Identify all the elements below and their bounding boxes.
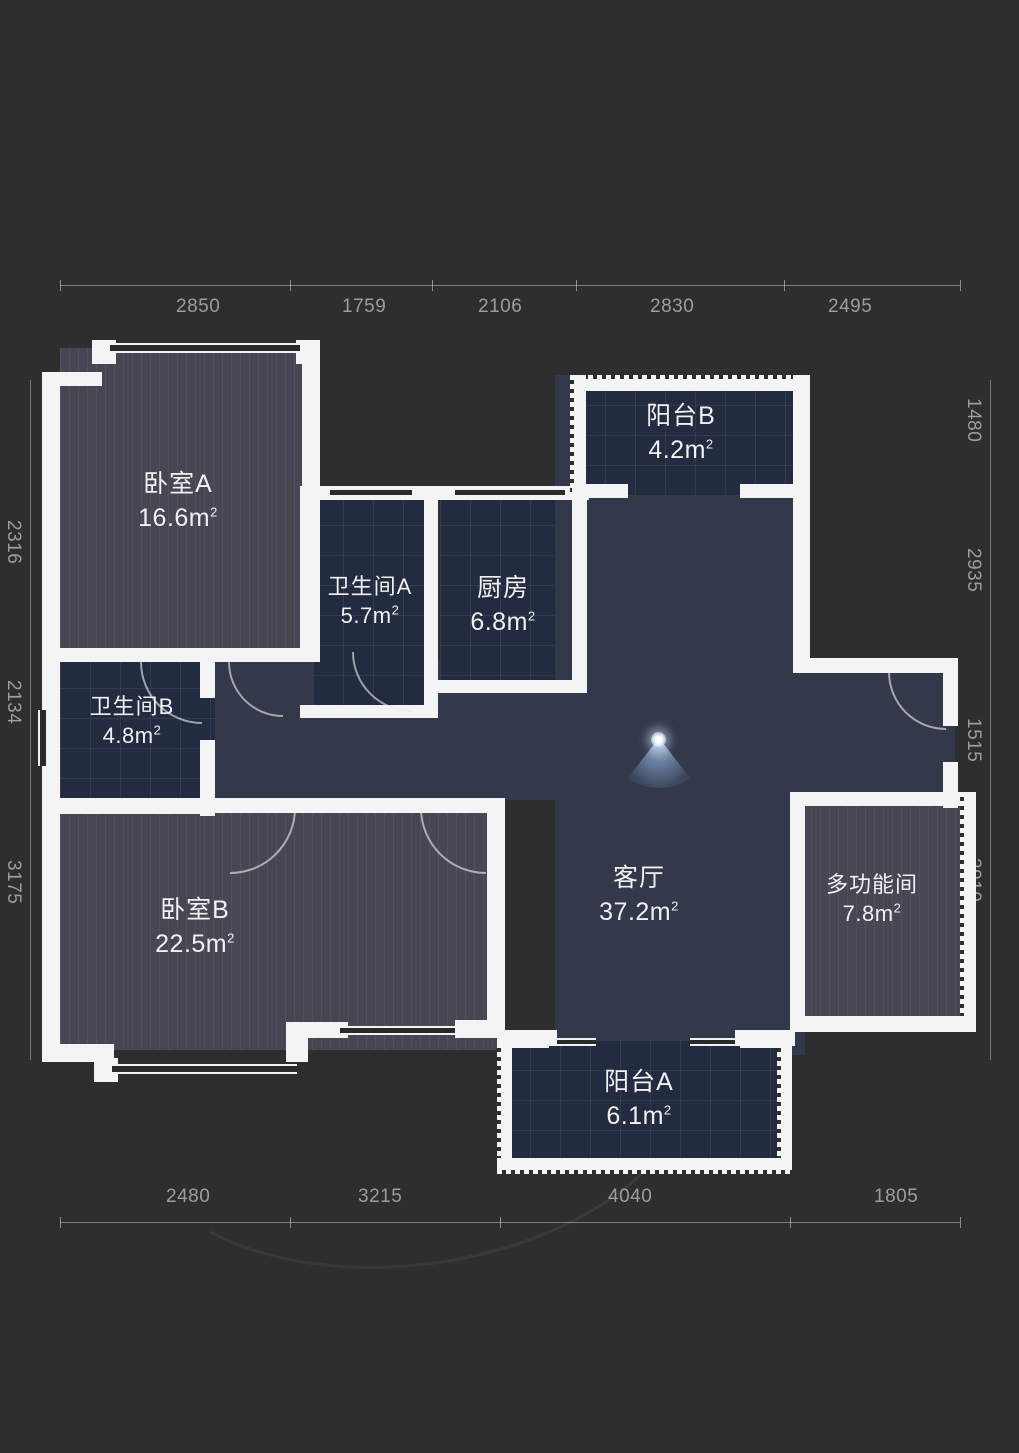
ceiling-light-bulb-icon: [651, 732, 666, 747]
wall-balcony-b-right: [793, 375, 810, 670]
window-bedroom-b-bottom: [112, 1064, 297, 1074]
top-dimension-tick: [432, 280, 433, 291]
wall-bedroom-b-bottom-right-post: [455, 1020, 505, 1038]
wall-entry-right: [943, 658, 958, 726]
left-dimension-label: 2316: [3, 520, 24, 565]
bottom-dimension-tick: [290, 1217, 291, 1228]
left-dimension-label: 3175: [3, 860, 24, 905]
window-kitchen-top: [455, 488, 565, 497]
wall-balcony-b-bottom-right: [740, 484, 794, 498]
bottom-dimension-tick: [790, 1217, 791, 1228]
wall-multifunction-left: [790, 800, 805, 1028]
wall-bathroom-a-right: [424, 490, 438, 718]
wall-bedroom-b-right: [487, 798, 505, 1030]
wall-bathroom-b-bottom: [42, 798, 215, 814]
bottom-dimension-tick: [60, 1217, 61, 1228]
top-dimension-label: 2106: [478, 296, 523, 317]
wall-bathroom-a-left: [300, 490, 314, 662]
wall-bedroom-a-top-left-return: [42, 372, 102, 386]
room-balcony-a: [500, 1040, 788, 1170]
right-dimension-line: [990, 380, 991, 1060]
wall-balcony-a-right-serrated: [777, 1034, 792, 1174]
wall-multifunction-bottom: [790, 1016, 976, 1032]
window-bedroom-a-top: [110, 343, 300, 353]
window-bedroom-b-bottom-right: [340, 1026, 460, 1035]
wall-multifunction-top: [790, 792, 975, 806]
wall-corridor-top: [215, 648, 315, 662]
top-dimension-label: 2850: [176, 296, 221, 317]
bottom-dimension-tick: [500, 1217, 501, 1228]
bottom-dimension-label: 3215: [358, 1186, 403, 1207]
top-dimension-tick: [960, 280, 961, 291]
room-bathroom-a: [313, 495, 431, 715]
wall-balcony-b-bottom-left: [586, 484, 628, 498]
wall-bedroom-b-bottom-left: [42, 1044, 114, 1062]
right-dimension-label: 2935: [963, 548, 984, 593]
wall-bathroom-b-left: [42, 648, 60, 816]
top-dimension-line: [60, 285, 960, 286]
wall-multifunction-right-serrated: [960, 792, 976, 1032]
left-dimension-label: 2134: [3, 680, 24, 725]
wall-living-top-right-return: [793, 658, 958, 673]
wall-living-bottom-right: [735, 1030, 795, 1046]
window-bathroom-a-top: [330, 488, 412, 497]
wall-balcony-b-left-serrated: [570, 375, 586, 495]
window-bathroom-b-left: [38, 710, 48, 766]
wall-balcony-a-bottom-serrated: [497, 1158, 792, 1174]
wall-bathroom-b-right-lower: [200, 740, 215, 816]
top-dimension-label: 2830: [650, 296, 695, 317]
wall-bathroom-a-bottom: [300, 705, 438, 718]
room-bedroom-a: [60, 348, 320, 658]
wall-bedroom-a-left: [42, 372, 60, 662]
wall-kitchen-bottom: [424, 680, 587, 693]
room-multifunction: [793, 800, 975, 1025]
top-dimension-label: 1759: [342, 296, 387, 317]
right-dimension-label: 1515: [963, 718, 984, 763]
wall-bedroom-b-left: [42, 800, 60, 1062]
top-dimension-label: 2495: [828, 296, 873, 317]
bottom-dimension-line: [60, 1222, 960, 1223]
room-balcony-b: [575, 375, 805, 495]
wall-balcony-b-top-serrated: [570, 375, 810, 391]
bottom-dimension-tick: [960, 1217, 961, 1228]
top-dimension-tick: [60, 280, 61, 291]
wall-bedroom-b-bottom-right: [286, 1022, 348, 1038]
top-dimension-tick: [576, 280, 577, 291]
window-living-to-balcony-a-right: [690, 1038, 746, 1046]
top-dimension-tick: [784, 280, 785, 291]
top-dimension-tick: [290, 280, 291, 291]
bottom-dimension-label: 1805: [874, 1186, 919, 1207]
wall-living-left-upper: [572, 484, 587, 689]
wall-bathroom-b-right: [200, 648, 215, 698]
wall-living-bottom-left: [497, 1030, 557, 1046]
left-dimension-line: [30, 380, 31, 1060]
bottom-dimension-label: 2480: [166, 1186, 211, 1207]
wall-balcony-a-left-serrated: [497, 1034, 512, 1174]
right-dimension-label: 1480: [963, 398, 984, 443]
bottom-dimension-label: 4040: [608, 1186, 653, 1207]
window-living-to-balcony-a-left: [540, 1038, 596, 1046]
